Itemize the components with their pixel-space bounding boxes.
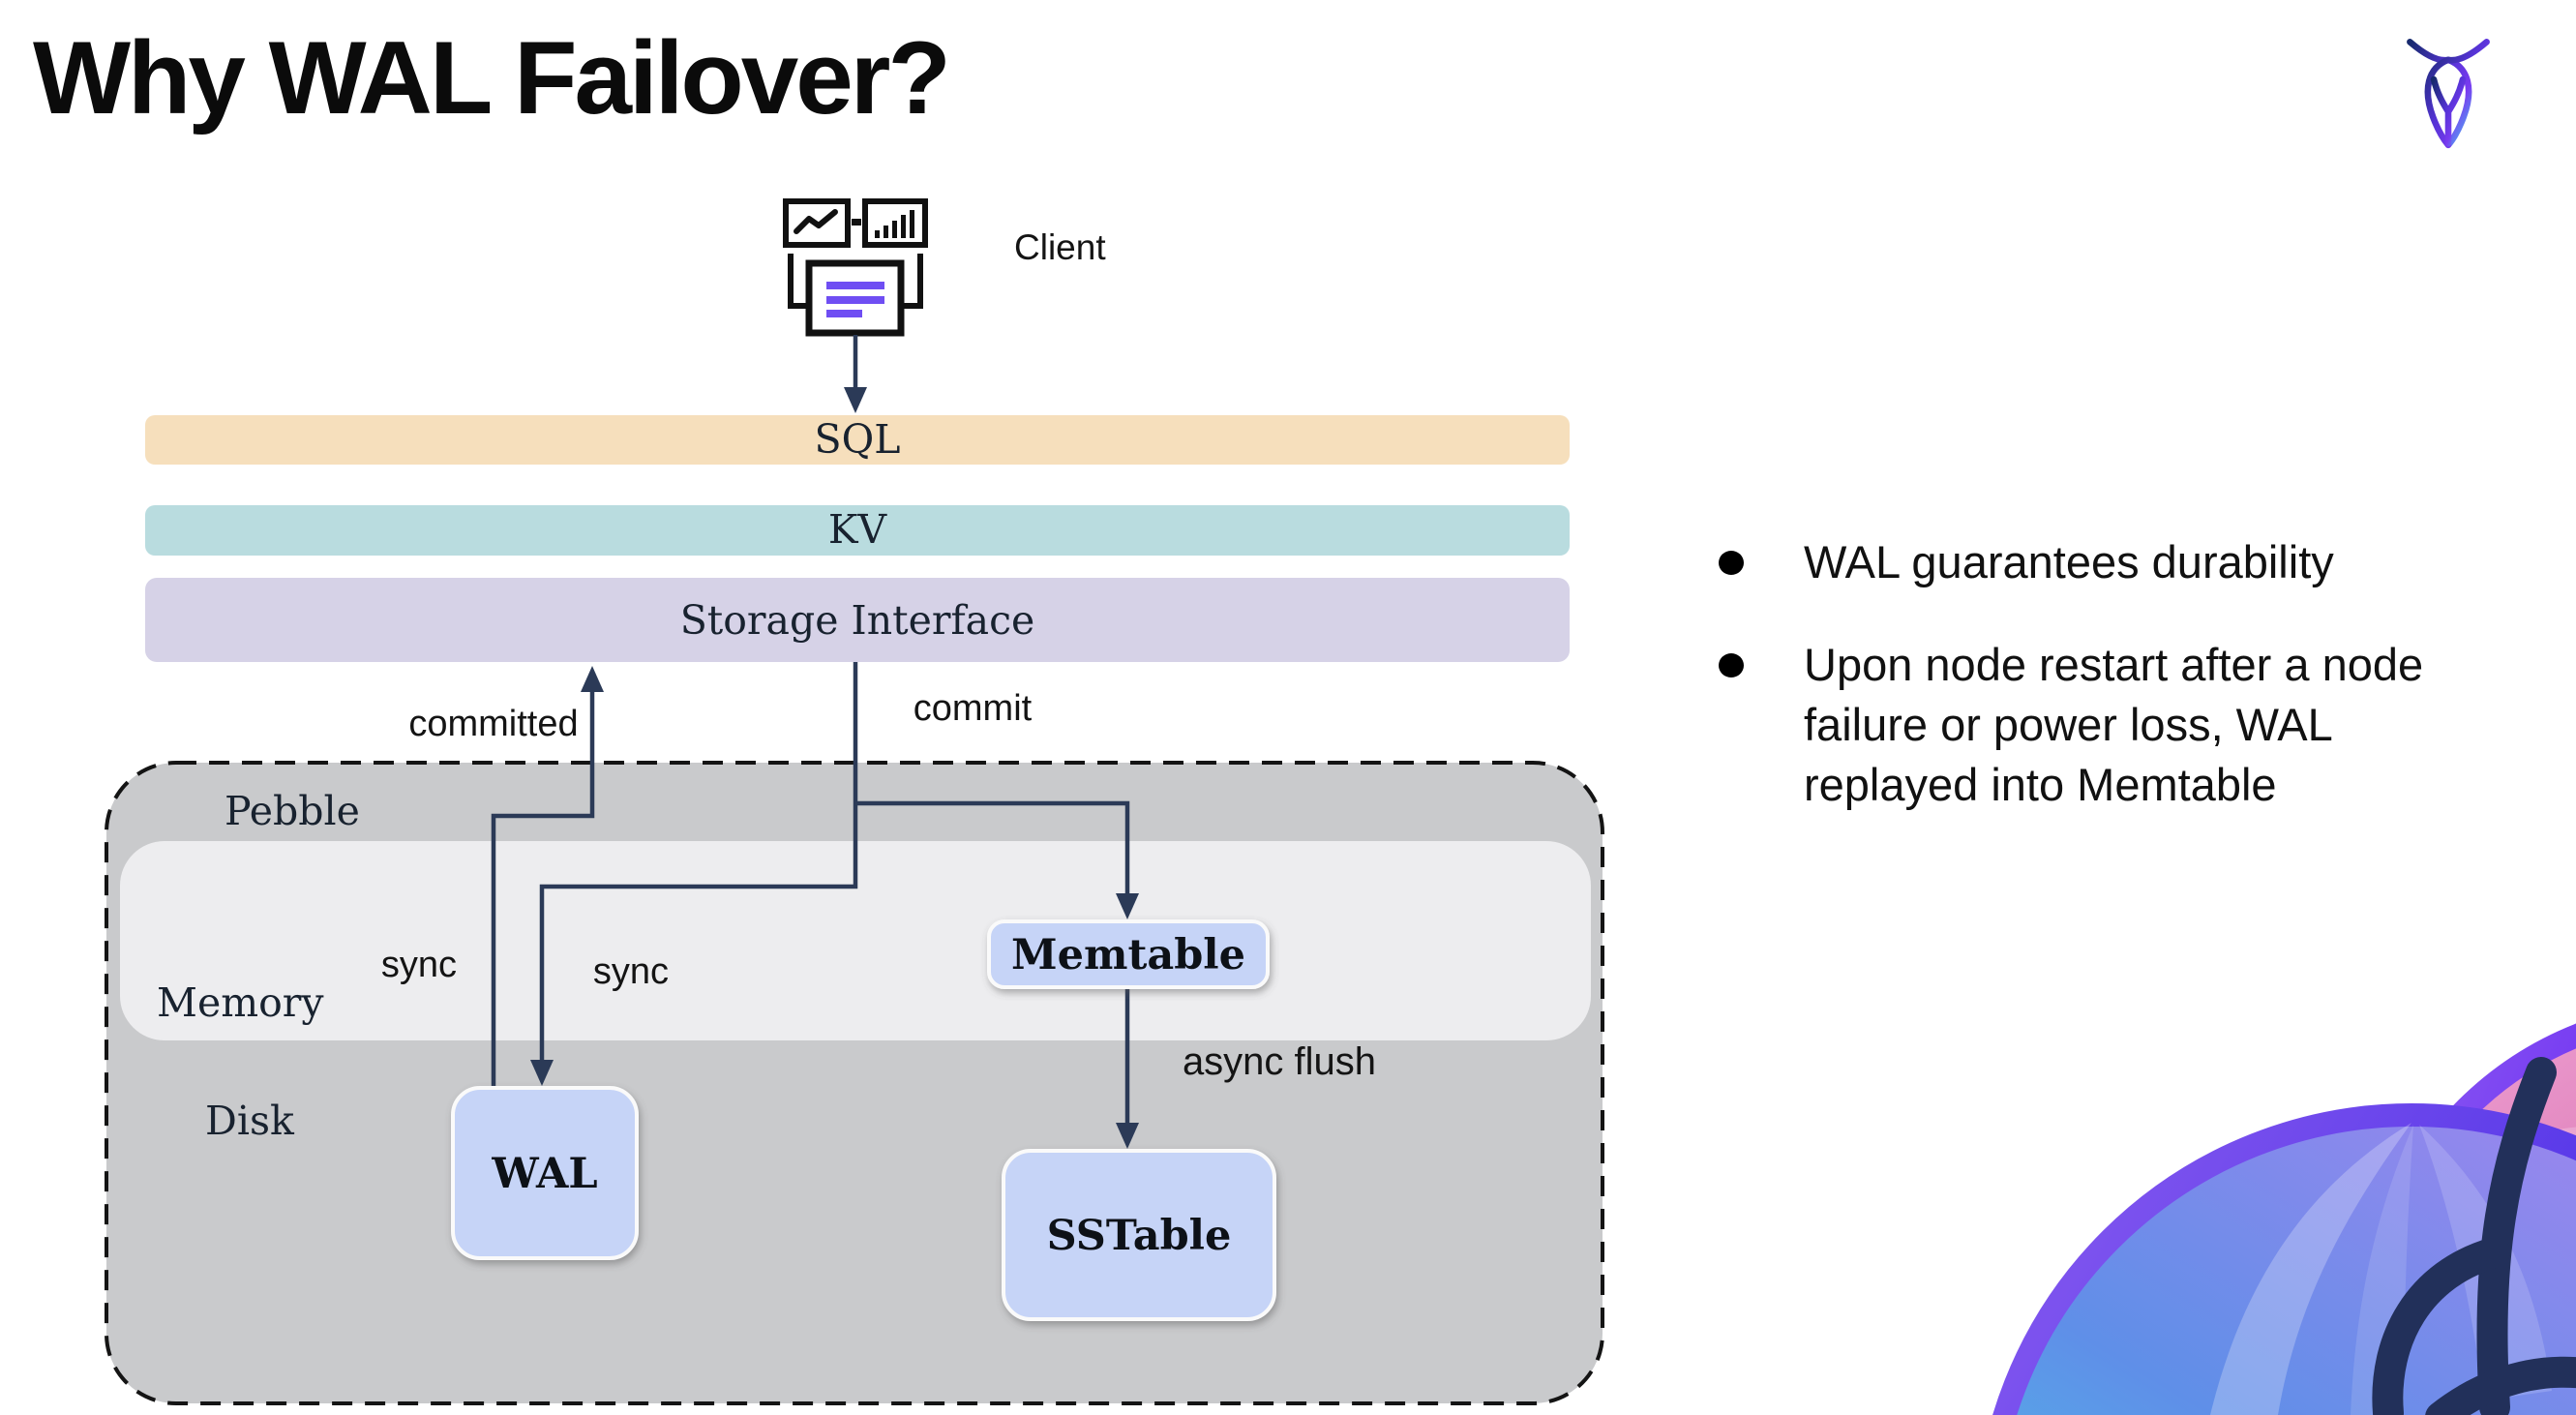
bullet-item: WAL guarantees durability: [1719, 532, 2483, 592]
bullet-item: Upon node restart after a node failure o…: [1719, 635, 2483, 815]
client-icon: [783, 198, 928, 337]
layer-kv-label: KV: [828, 506, 888, 553]
bar-glyph: [910, 210, 914, 238]
commit-label: commit: [914, 688, 1033, 729]
memory-label: Memory: [157, 979, 324, 1026]
wal-node-label: WAL: [491, 1150, 597, 1198]
sstable-node: [1002, 1149, 1276, 1321]
arrow-async-flush: [1116, 987, 1139, 1149]
arrow-commit-to-wal: [530, 662, 858, 1086]
arrow-commit-to-memtable: [855, 800, 1139, 919]
bullet-text: WAL guarantees durability: [1804, 536, 2334, 587]
bar-glyph: [884, 226, 888, 238]
line-chart-glyph: [794, 209, 838, 234]
memory-region: [120, 841, 1591, 1040]
async-flush-label: async flush: [1183, 1040, 1376, 1083]
wal-node: [451, 1086, 639, 1260]
pebble-label: Pebble: [225, 788, 360, 834]
sync-label-right: sync: [593, 951, 669, 992]
dash-connector-icon: [852, 219, 861, 226]
arrow-committed: [491, 666, 604, 1088]
bar-glyph: [892, 221, 897, 238]
doc-line: [826, 296, 884, 304]
bullet-dot-icon: [1719, 653, 1744, 678]
bullet-dot-icon: [1719, 551, 1744, 575]
sync-label-left: sync: [381, 945, 457, 985]
layer-storage-label: Storage Interface: [680, 597, 1035, 644]
bar-glyph: [875, 230, 880, 238]
layer-storage-interface: Storage Interface: [145, 578, 1570, 662]
bullet-text: Upon node restart after a node failure o…: [1804, 639, 2424, 811]
cockroachdb-logo-icon: [2407, 39, 2490, 149]
arrow-client-to-sql: [844, 335, 867, 413]
bullet-list: WAL guarantees durability Upon node rest…: [1719, 532, 2483, 858]
memtable-node: [987, 919, 1270, 989]
slide-title: Why WAL Failover?: [33, 19, 951, 135]
brand-corner-art: [1992, 1023, 2576, 1415]
memtable-node-label: Memtable: [1011, 931, 1245, 979]
layer-kv: KV: [145, 505, 1570, 556]
line-chart-icon: [783, 198, 851, 248]
blue-sphere: [2004, 1115, 2576, 1415]
sstable-node-label: SSTable: [1047, 1212, 1232, 1260]
disk-label: Disk: [205, 1098, 295, 1144]
cockroach-mark-strokes: [2372, 1057, 2576, 1415]
layer-sql: SQL: [145, 415, 1570, 465]
client-label: Client: [1014, 227, 1106, 267]
layer-sql-label: SQL: [815, 416, 901, 463]
bar-glyph: [901, 215, 906, 238]
doc-line: [826, 310, 862, 317]
committed-label: committed: [408, 704, 578, 744]
doc-line: [826, 282, 884, 289]
